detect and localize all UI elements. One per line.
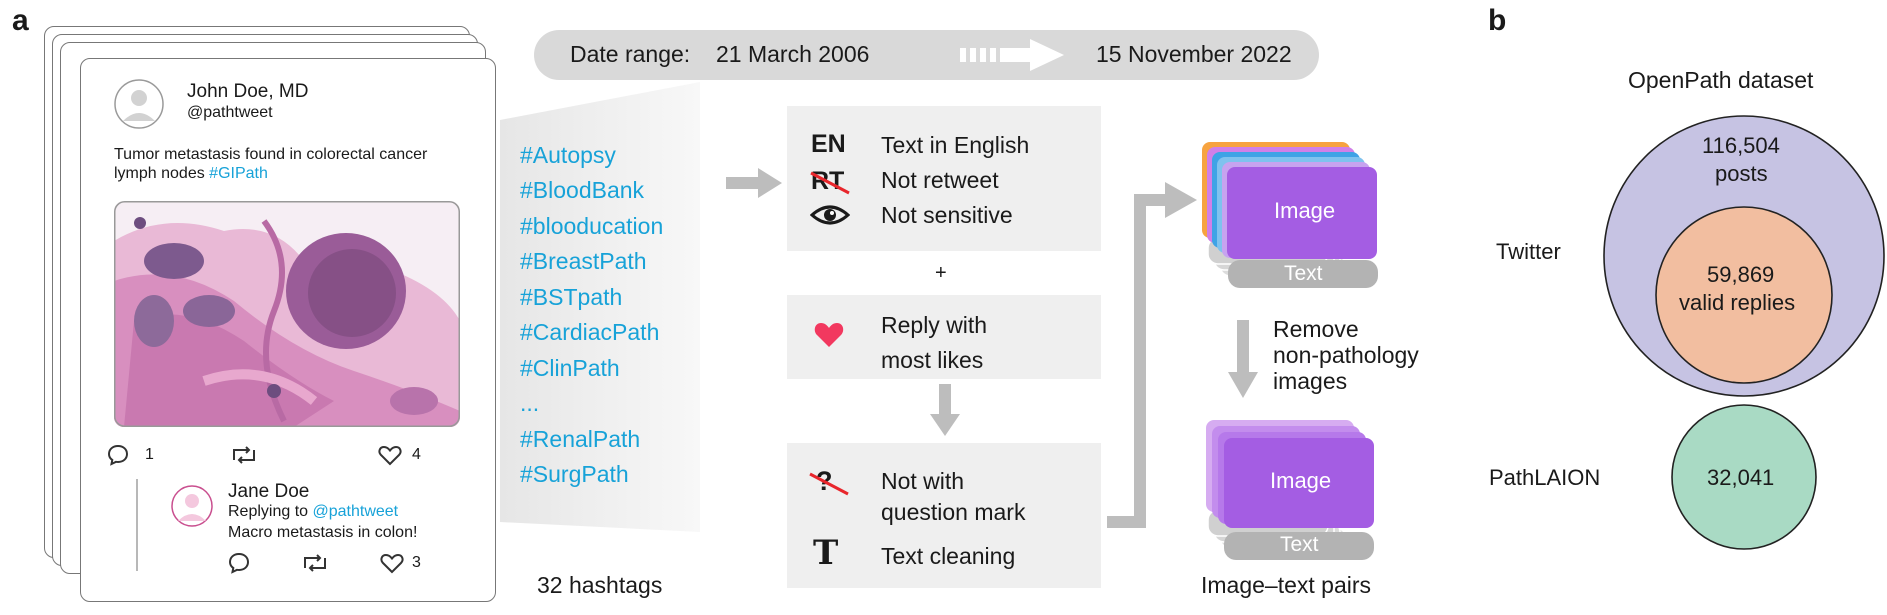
replies-value: 59,869: [1707, 262, 1775, 287]
question-crossed-icon: ?: [809, 466, 849, 497]
date-range-end: 15 November 2022: [1096, 41, 1292, 67]
text-cleaning-icon: T: [813, 533, 839, 573]
remove-line3: images: [1273, 368, 1348, 394]
arrow-down-remove-icon: [1228, 320, 1258, 398]
filter-box-criteria: [787, 106, 1101, 251]
tweet-card: John Doe, MD @pathtweet Tumor metastasis…: [80, 58, 496, 602]
filter-english: Text in English: [881, 132, 1030, 158]
elbow-arrow-icon: [1107, 182, 1197, 528]
replying-handle[interactable]: @pathtweet: [312, 503, 399, 520]
like-count: 4: [412, 446, 421, 463]
hashtag-item: #BSTpath: [520, 284, 623, 310]
pathlaion-value: 32,041: [1707, 465, 1775, 490]
heart-icon: [814, 323, 844, 347]
reply-retweet-icon[interactable]: [300, 551, 330, 575]
filter-reply-line1: Reply with: [881, 312, 988, 338]
retweet-crossed-icon: RT: [810, 167, 850, 196]
text-label-top: Text: [1284, 262, 1323, 285]
tweet-text-line2: lymph nodes: [114, 165, 205, 182]
venn-inner-circle: [1655, 206, 1833, 384]
panel-label-a: a: [12, 4, 29, 37]
author-handle[interactable]: @pathtweet: [187, 104, 273, 121]
hashtag-item: ...: [520, 390, 540, 416]
image-text-stack-clean: [1206, 420, 1374, 560]
hashtag-item: #RenalPath: [520, 426, 641, 452]
filter-reply-line2: most likes: [881, 347, 984, 373]
remove-line2: non-pathology: [1273, 342, 1419, 368]
image-label-top: Image: [1274, 198, 1336, 223]
filter-question-line1: Not with: [881, 468, 965, 494]
venn-laion-circle: [1671, 404, 1817, 550]
filter-text-cleaning: Text cleaning: [881, 543, 1016, 569]
thread-line: [136, 479, 138, 571]
pathlaion-label: PathLAION: [1489, 465, 1601, 490]
english-icon: EN: [811, 130, 846, 158]
reply-like-count: 3: [412, 554, 421, 571]
tweet-hashtag[interactable]: #GIPath: [209, 165, 268, 182]
arrow-down-icon: [930, 384, 960, 436]
panel-label-b: b: [1488, 4, 1507, 37]
date-range-label: Date range:: [570, 41, 691, 67]
question-strike-icon: [809, 472, 849, 496]
hashtag-item: #BloodBank: [520, 177, 645, 203]
hashtag-count: 32 hashtags: [537, 572, 663, 598]
image-label-bottom: Image: [1270, 468, 1332, 493]
reply-reply-icon[interactable]: [227, 551, 251, 575]
hashtag-item: #Autopsy: [520, 142, 616, 168]
hashtag-funnel: [500, 82, 700, 532]
venn-title: OpenPath dataset: [1628, 67, 1814, 93]
reply-text: Macro metastasis in colon!: [228, 524, 418, 541]
image-text-stack-raw: [1202, 142, 1378, 288]
twitter-label: Twitter: [1496, 239, 1561, 264]
reply-icon[interactable]: [106, 443, 130, 467]
remove-step: Remove non-pathology images: [1273, 316, 1419, 394]
filter-reply-likes: Reply with most likes: [881, 308, 987, 378]
reply-author-name[interactable]: Jane Doe: [228, 481, 310, 502]
like-icon[interactable]: [377, 443, 403, 467]
date-arrow-icon: [960, 39, 1064, 71]
hashtag-item: #BreastPath: [520, 248, 647, 274]
replying-prefix: Replying to: [228, 503, 309, 520]
filter-box-cleaning: [787, 443, 1101, 588]
retweet-icon[interactable]: [229, 443, 259, 467]
tweet-text-line1: Tumor metastasis found in colorectal can…: [114, 146, 428, 163]
filter-not-retweet: Not retweet: [881, 167, 999, 193]
hashtag-item: #CardiacPath: [520, 319, 660, 345]
arrow-right-icon: [726, 168, 782, 198]
filter-question: Not with question mark: [881, 466, 1025, 528]
author-name[interactable]: John Doe, MD: [187, 81, 309, 102]
posts-label: posts: [1715, 161, 1768, 186]
eye-icon: [810, 205, 850, 225]
pathology-image: [114, 201, 460, 427]
image-text-pairs-label: Image–text pairs: [1201, 572, 1372, 598]
hashtag-item: #SurgPath: [520, 461, 629, 487]
date-range-start: 21 March 2006: [716, 41, 870, 67]
reply-like-icon[interactable]: [379, 551, 405, 575]
filter-question-line2: question mark: [881, 499, 1026, 525]
plus-sign: +: [935, 262, 947, 284]
avatar[interactable]: [114, 79, 164, 129]
replying-to: Replying to @pathtweet: [228, 503, 398, 521]
reply-avatar[interactable]: [171, 485, 213, 527]
tweet-text: Tumor metastasis found in colorectal can…: [114, 145, 427, 183]
filter-box-reply: [787, 295, 1101, 379]
filter-not-sensitive: Not sensitive: [881, 202, 1013, 228]
reply-count: 1: [145, 446, 154, 463]
text-label-bottom: Text: [1280, 533, 1319, 556]
hashtag-item: #ClinPath: [520, 355, 620, 381]
venn-diagram: [1603, 115, 1885, 550]
hashtag-item: #blooducation: [520, 213, 664, 239]
strike-red-icon: [810, 171, 850, 195]
date-range-bar: [534, 30, 1319, 80]
posts-value: 116,504: [1702, 133, 1780, 158]
remove-line1: Remove: [1273, 316, 1359, 342]
replies-label: valid replies: [1679, 290, 1796, 315]
